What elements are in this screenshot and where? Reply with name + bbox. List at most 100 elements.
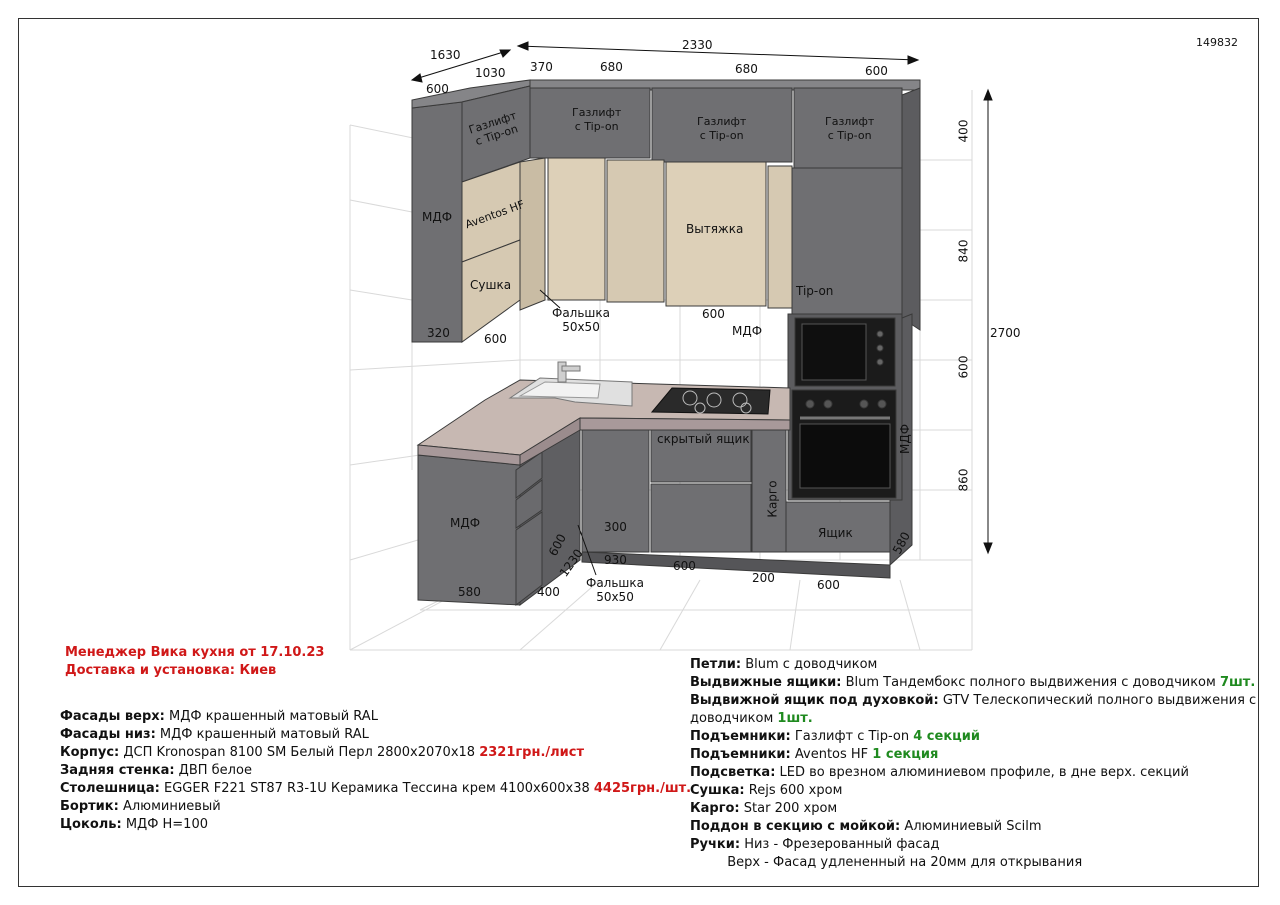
left-note-0: Фасады верх: МДФ крашенный матовый RAL: [60, 709, 691, 725]
dim-1630: 1630: [430, 48, 461, 62]
dim-600-under: 600: [484, 332, 507, 346]
right-note-0: Петли: Blum с доводчиком: [690, 657, 1256, 673]
label-falshka-lower-l2: 50x50: [596, 590, 634, 604]
left-note-6-val: МДФ Н=100: [121, 817, 208, 832]
left-note-1-val: МДФ крашенный матовый RAL: [155, 727, 369, 742]
label-drawer: Ящик: [818, 526, 853, 540]
dim-680-b: 680: [735, 62, 758, 76]
right-note-9-val: Алюминиевый Scilm: [900, 819, 1042, 834]
label-gaslift-3: Газлифт с Tip-on: [697, 115, 746, 143]
dim-370: 370: [530, 60, 553, 74]
right-note-2-key: Выдвижной ящик под духовкой:: [690, 693, 939, 708]
left-note-4: Столешница: EGGER F221 ST87 R3-1U Керами…: [60, 781, 691, 797]
dim-580-left: 580: [458, 585, 481, 599]
left-note-0-val: МДФ крашенный матовый RAL: [164, 709, 378, 724]
right-note-1-val: Blum Тандембокс полного выдвижения с дов…: [841, 675, 1220, 690]
left-note-2: Корпус: ДСП Kronospan 8100 SM Белый Перл…: [60, 745, 691, 761]
drawing-id: 149832: [1196, 36, 1238, 49]
delivery-line: Доставка и установка: Киев: [65, 663, 277, 678]
dim-300: 300: [604, 520, 627, 534]
label-gaslift-2-l2: с Tip-on: [574, 120, 619, 133]
dim-840: 840: [956, 239, 971, 263]
right-note-7: Сушка: Rejs 600 хром: [690, 783, 1256, 799]
dim-200: 200: [752, 571, 775, 585]
label-mdf-mid: МДФ: [732, 324, 763, 338]
tall-column: [785, 313, 913, 567]
right-note-8-key: Карго:: [690, 801, 740, 816]
label-vytyazhka: Вытяжка: [686, 222, 744, 236]
right-notes: Петли: Blum с доводчиком Выдвижные ящики…: [690, 657, 1256, 871]
label-gaslift-4: Газлифт с Tip-on: [825, 115, 874, 143]
left-note-3-val: ДВП белое: [174, 763, 252, 778]
right-note-0-key: Петли:: [690, 657, 742, 672]
label-mdf-column: МДФ: [898, 423, 913, 455]
left-note-6: Цоколь: МДФ Н=100: [60, 817, 691, 833]
right-note-9-key: Поддон в секцию с мойкой:: [690, 819, 901, 834]
left-note-0-key: Фасады верх:: [60, 709, 165, 724]
dim-2330: 2330: [682, 38, 713, 52]
left-note-1-key: Фасады низ:: [60, 727, 156, 742]
right-note-1: Выдвижные ящики: Blum Тандембокс полного…: [690, 675, 1256, 691]
right-note-1-count: 7шт.: [1219, 675, 1256, 690]
upper-top-row: [529, 79, 921, 331]
left-note-3: Задняя стенка: ДВП белое: [60, 763, 691, 779]
label-mdf-upper: МДФ: [422, 210, 453, 224]
dim-930: 930: [604, 553, 627, 567]
countertop: [416, 361, 791, 466]
left-note-2-key: Корпус:: [60, 745, 120, 760]
right-note-5-count: 1 секция: [872, 747, 939, 762]
label-gaslift-4-l2: с Tip-on: [827, 129, 872, 142]
dim-600-mid: 600: [702, 307, 725, 321]
label-gaslift-2-l1: Газлифт: [572, 106, 622, 119]
right-note-3-val: доводчиком: [690, 711, 778, 726]
right-note-4-val: Газлифт с Tip-on: [790, 729, 914, 744]
dimension-lines: [410, 41, 993, 576]
right-note-3: доводчиком 1шт.: [690, 711, 1256, 727]
dim-400-bottom: 400: [537, 585, 560, 599]
right-note-10-val: Низ - Фрезерованный фасад: [740, 837, 940, 852]
right-note-10: Ручки: Низ - Фрезерованный фасад: [690, 837, 1256, 853]
left-note-6-key: Цоколь:: [60, 817, 122, 832]
label-tipon: Tip-on: [796, 284, 834, 298]
left-note-5: Бортик: Алюминиевый: [60, 799, 691, 815]
right-note-9: Поддон в секцию с мойкой: Алюминиевый Sc…: [690, 819, 1256, 835]
dim-600-left: 600: [426, 82, 449, 96]
right-note-3-count: 1шт.: [777, 711, 813, 726]
drawing-frame: [18, 18, 1259, 887]
lower-cabinets: [417, 419, 891, 607]
label-falshka-lower: Фальшка 50x50: [586, 576, 644, 604]
right-note-5-val: Aventos HF: [790, 747, 873, 762]
right-note-0-val: Blum с доводчиком: [741, 657, 878, 672]
label-falshka-upper: Фальшка 50x50: [552, 306, 610, 334]
right-note-2: Выдвижной ящик под духовкой: GTV Телеско…: [690, 693, 1256, 709]
left-note-2-price: 2321грн./лист: [479, 745, 585, 760]
dim-600-floor-b: 600: [817, 578, 840, 592]
dim-320: 320: [427, 326, 450, 340]
left-note-2-val: ДСП Kronospan 8100 SM Белый Перл 2800х20…: [119, 745, 480, 760]
right-note-8-val: Star 200 хром: [739, 801, 838, 816]
right-note-10-key: Ручки:: [690, 837, 741, 852]
left-notes: Фасады верх: МДФ крашенный матовый RAL Ф…: [60, 709, 691, 833]
right-note-4: Подъемники: Газлифт с Tip-on 4 секций: [690, 729, 1256, 745]
dim-680-a: 680: [600, 60, 623, 74]
upper-middle-fronts: [547, 157, 903, 315]
right-note-6: Подсветка: LED во врезном алюминиевом пр…: [690, 765, 1256, 781]
manager-line: Менеджер Вика кухня от 17.10.23: [65, 645, 325, 660]
right-note-6-key: Подсветка:: [690, 765, 776, 780]
left-note-1: Фасады низ: МДФ крашенный матовый RAL: [60, 727, 691, 743]
dim-600-floor-a: 600: [673, 559, 696, 573]
dim-2700: 2700: [990, 326, 1021, 340]
right-note-6-val: LED во врезном алюминиевом профиле, в дн…: [775, 765, 1189, 780]
right-note-4-key: Подъемники:: [690, 729, 791, 744]
left-note-4-key: Столешница:: [60, 781, 160, 796]
left-note-5-val: Алюминиевый: [118, 799, 221, 814]
right-note-11-val: Верх - Фасад удлененный на 20мм для откр…: [690, 855, 1083, 870]
right-note-5-key: Подъемники:: [690, 747, 791, 762]
dim-400: 400: [956, 119, 971, 143]
right-note-7-key: Сушка:: [690, 783, 745, 798]
label-gaslift-2: Газлифт с Tip-on: [572, 106, 621, 134]
right-note-2-val: GTV Телескопический полного выдвижения с: [938, 693, 1257, 708]
right-note-8: Карго: Star 200 хром: [690, 801, 1256, 817]
left-note-4-price: 4425грн./шт.: [593, 781, 692, 796]
